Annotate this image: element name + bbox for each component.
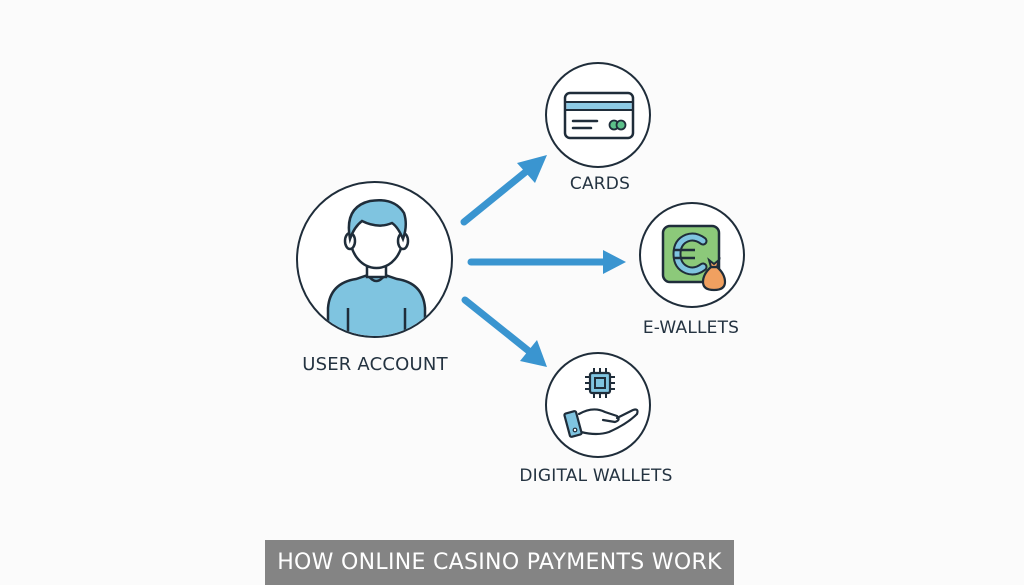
ewallets-node xyxy=(639,202,745,308)
cards-node xyxy=(545,62,651,168)
user-avatar-icon xyxy=(326,199,427,336)
ewallets-label: E-WALLETS xyxy=(642,318,740,338)
user-account-node xyxy=(296,181,453,338)
hand-chip-icon xyxy=(563,368,639,438)
cards-label: CARDS xyxy=(569,174,631,194)
arrow-to-cards xyxy=(460,155,547,226)
digital-wallets-label: DIGITAL WALLETS xyxy=(519,466,673,486)
digital-wallets-node xyxy=(545,352,651,458)
credit-card-icon xyxy=(563,91,635,140)
euro-money-bag-icon xyxy=(661,224,727,292)
arrow-to-ewallets xyxy=(467,250,626,274)
diagram-caption: HOW ONLINE CASINO PAYMENTS WORK xyxy=(265,540,734,585)
user-account-label: USER ACCOUNT xyxy=(302,354,448,375)
arrow-to-digital-wallets xyxy=(461,296,547,367)
